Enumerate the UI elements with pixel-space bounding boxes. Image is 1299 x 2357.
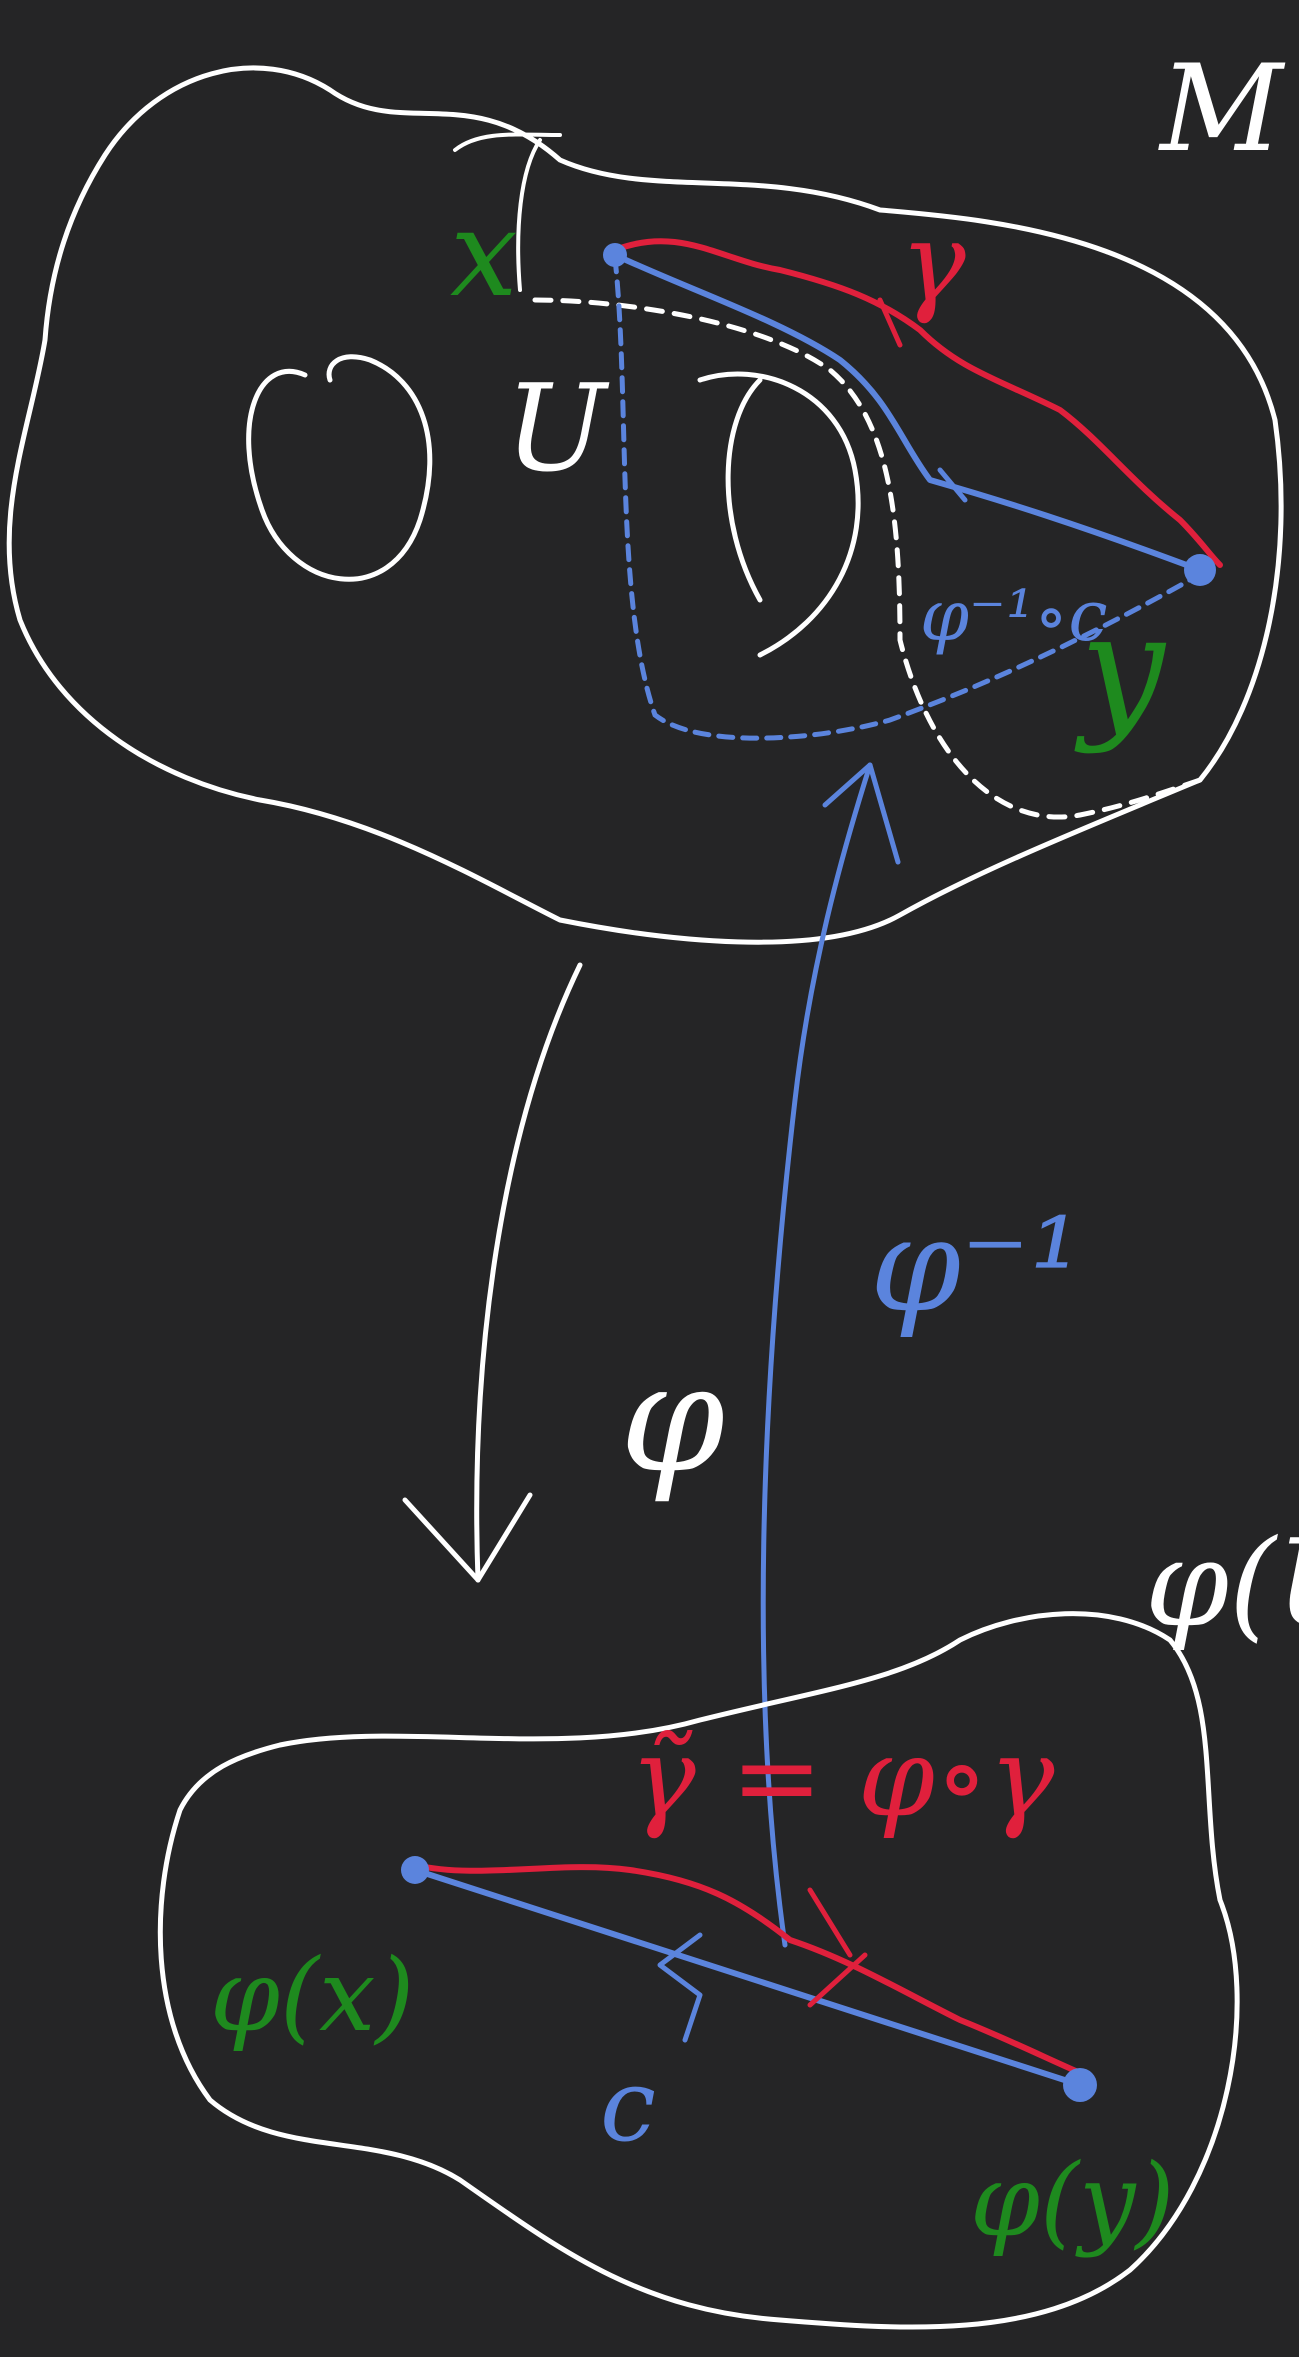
manifold-hole-left	[249, 357, 430, 579]
point-x-dot	[603, 243, 627, 267]
tick-gamma-M	[880, 300, 900, 345]
label-image-set: φ(U)	[1145, 1515, 1299, 1654]
label-manifold-M: M	[1158, 40, 1286, 179]
label-gamma-tilde: γ̃ = φ∘γ	[630, 1713, 1055, 1841]
inverse-map-arrowhead	[825, 765, 898, 862]
label-point-x: x	[450, 185, 518, 324]
chart-map-arrow	[477, 965, 580, 1580]
label-pullback-curve: φ⁻¹∘c	[920, 575, 1108, 657]
label-inverse-map: φ⁻¹	[870, 1189, 1082, 1341]
label-open-set-U: U	[505, 360, 610, 499]
label-line-c: c	[600, 2047, 656, 2164]
manifold-hole-right	[700, 374, 858, 655]
point-y-dot	[1184, 554, 1216, 586]
chart-map-arrowhead	[405, 1495, 530, 1580]
point-phi-y-dot	[1063, 2068, 1097, 2102]
label-phi-y: φ(y)	[970, 2142, 1175, 2259]
label-curve-gamma: γ	[900, 198, 966, 326]
curve-gamma-tilde	[415, 1865, 1085, 2075]
label-phi-x: φ(x)	[210, 1937, 414, 2054]
point-phi-x-dot	[401, 1856, 429, 1884]
label-chart-map-phi: φ	[620, 1332, 725, 1506]
straight-line-c	[415, 1870, 1080, 2085]
